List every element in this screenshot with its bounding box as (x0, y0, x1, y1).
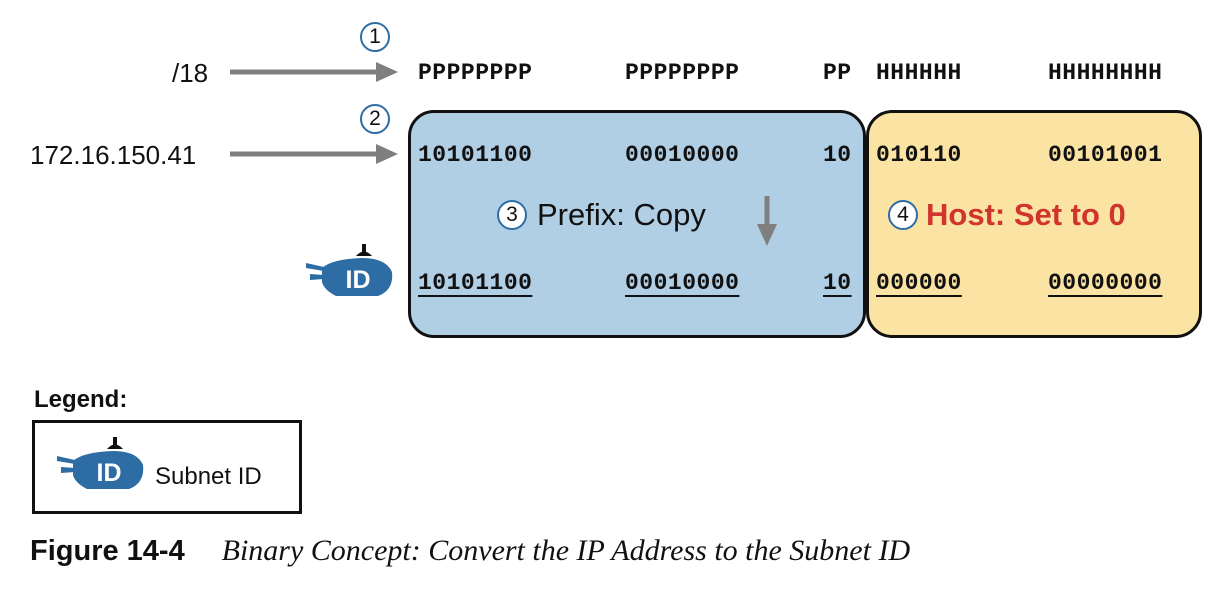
subnet-octet-1: 10101100 (418, 270, 533, 296)
address-octet-1: 10101100 (418, 142, 533, 168)
step-3-badge: 3 (497, 200, 527, 230)
legend-box: ID Subnet ID (32, 420, 302, 514)
subnet-id-icon: ID (306, 244, 393, 296)
address-octet-2: 00010000 (625, 142, 740, 168)
host-zero-text: Host: Set to 0 (926, 197, 1126, 232)
pattern-octet-3-prefix: PP (823, 60, 852, 86)
prefix-box (408, 110, 866, 338)
figure-caption: Figure 14-4 Binary Concept: Convert the … (30, 534, 910, 568)
legend-item-label: Subnet ID (155, 463, 262, 490)
figure-number: Figure 14-4 (30, 535, 185, 567)
subnet-octet-3-prefix: 10 (823, 270, 852, 296)
arrow-mask (230, 62, 398, 82)
host-zero-label: 4 Host: Set to 0 (888, 197, 1126, 233)
copy-down-arrow (757, 196, 777, 246)
pattern-octet-1: PPPPPPPP (418, 60, 533, 86)
step-4-badge: 4 (888, 200, 918, 230)
address-octet-4: 00101001 (1048, 142, 1163, 168)
subnet-octet-3-host: 000000 (876, 270, 962, 296)
subnet-octet-2: 00010000 (625, 270, 740, 296)
legend-title: Legend: (34, 386, 128, 413)
legend-subnet-id-icon: ID (57, 437, 144, 489)
pattern-octet-4: HHHHHHHH (1048, 60, 1163, 86)
address-octet-3-host: 010110 (876, 142, 962, 168)
legend-icon-label: ID (97, 459, 122, 487)
figure-title: Binary Concept: Convert the IP Address t… (221, 534, 911, 567)
address-octet-3-prefix: 10 (823, 142, 852, 168)
mask-label: /18 (172, 58, 209, 88)
host-box (866, 110, 1202, 338)
step-1-badge: 1 (360, 22, 390, 52)
step-2-badge: 2 (360, 104, 390, 134)
icon-label: ID (346, 266, 371, 294)
arrow-address (230, 144, 398, 164)
pattern-octet-3-host: HHHHHH (876, 60, 962, 86)
pattern-octet-2: PPPPPPPP (625, 60, 740, 86)
subnet-octet-4: 00000000 (1048, 270, 1163, 296)
prefix-copy-label: 3 Prefix: Copy (497, 197, 706, 233)
address-label: 172.16.150.41 (30, 140, 197, 170)
prefix-copy-text: Prefix: Copy (537, 197, 706, 232)
